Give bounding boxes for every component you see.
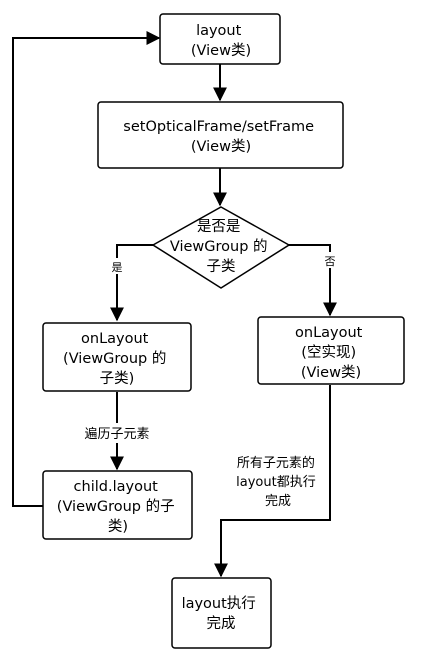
edge-decision-yes (110, 244, 154, 322)
label-child-layout: child.layout (ViewGroup 的子 类) (57, 479, 179, 535)
node-done (171, 577, 272, 649)
label-layout: layout (View类) (191, 23, 251, 59)
edge-decision-no (288, 244, 337, 317)
node-onlayout-group (42, 322, 192, 392)
label-set-frame: setOpticalFrame/setFrame (View类) (123, 119, 318, 155)
label-onlayout-group: onLayout (ViewGroup 的 子类) (63, 331, 171, 387)
label-done: layout执行 完成 (182, 595, 261, 632)
label-decision: 是否是 ViewGroup 的 子类 (170, 219, 272, 275)
node-set-frame (97, 101, 344, 169)
edge-child-loop-to-layout (12, 31, 161, 507)
node-labels: layout (View类) setOpticalFrame/setFrame … (57, 23, 367, 632)
node-decision (151, 206, 291, 289)
edge-label-traverse: 遍历子元素 (84, 426, 149, 442)
edge-view-to-done (214, 385, 331, 578)
edge-label-no: 否 (325, 255, 336, 268)
edge-label-yes: 是 (112, 261, 123, 274)
edge-label-all-done: 所有子元素的 layout都执行 完成 (236, 455, 320, 509)
edge-labels: 是 否 遍历子元素 所有子元素的 layout都执行 完成 (73, 252, 339, 512)
label-onlayout-view: onLayout (空实现) (View类) (295, 325, 367, 381)
node-child-layout (42, 470, 193, 540)
nodes (42, 13, 405, 649)
node-layout (159, 13, 281, 65)
node-onlayout-view (257, 316, 405, 385)
